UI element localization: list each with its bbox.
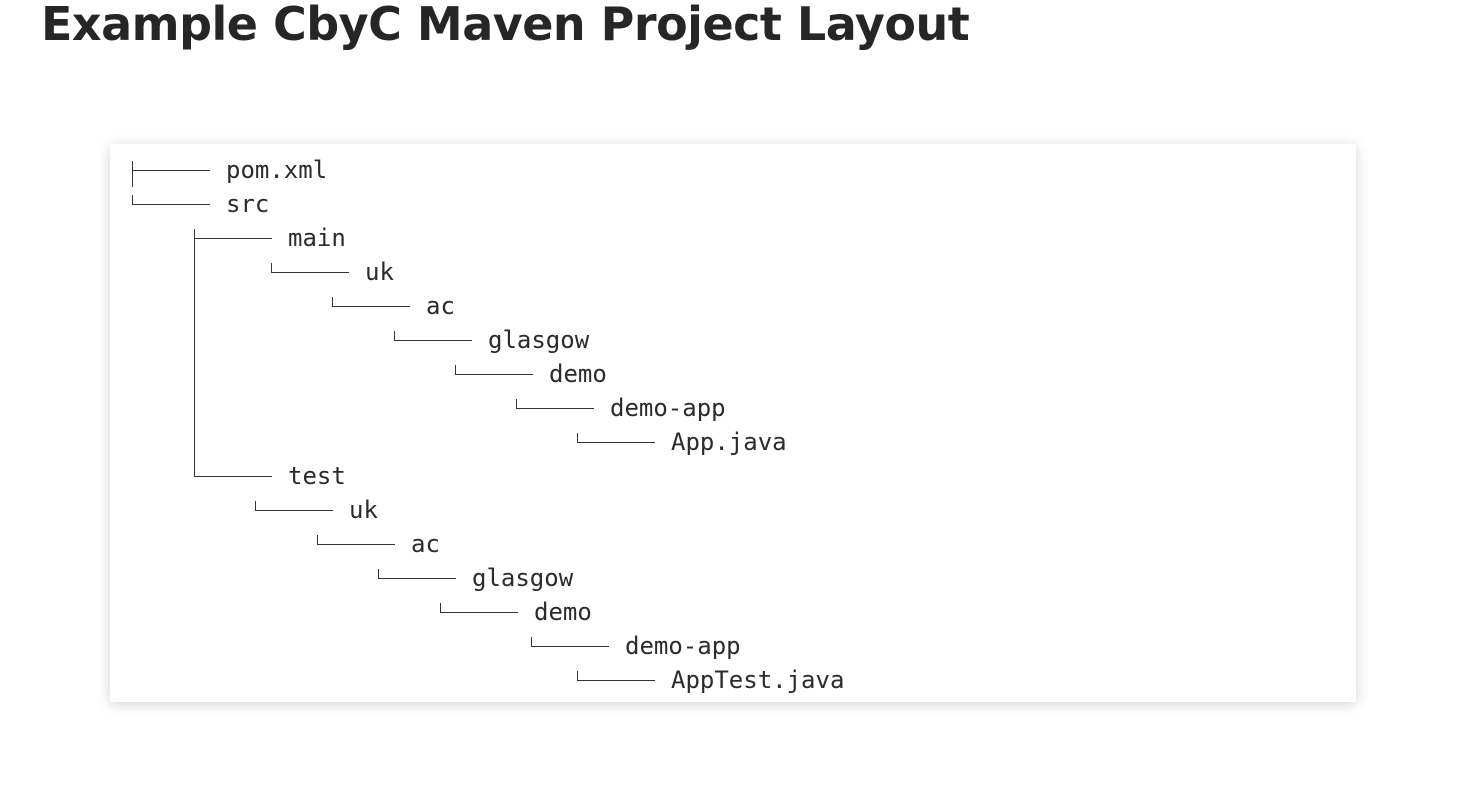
tree-branch	[577, 663, 655, 697]
tree-item-pom-xml: pom.xml	[132, 153, 327, 187]
tree-item-label: demo	[534, 598, 592, 626]
tree-item-main-ac: ac	[332, 289, 455, 323]
tree-item-label: AppTest.java	[671, 666, 845, 694]
tree-branch	[194, 459, 272, 493]
tree-item-label: App.java	[671, 428, 787, 456]
tree-item-label: demo-app	[625, 632, 741, 660]
tree-item-label: pom.xml	[226, 156, 328, 184]
tree-item-app-java: App.java	[577, 425, 787, 459]
tree-connector-main-test	[194, 247, 195, 471]
tree-item-main-demo-app: demo-app	[516, 391, 726, 425]
tree-item-label: glasgow	[488, 326, 590, 354]
tree-branch	[516, 391, 594, 425]
tree-branch	[132, 153, 210, 187]
tree-branch	[394, 323, 472, 357]
tree-item-test-ac: ac	[317, 527, 440, 561]
tree-branch	[440, 595, 518, 629]
tree-item-src: src	[132, 187, 269, 221]
tree-item-label: test	[288, 462, 346, 490]
tree-item-main: main	[194, 221, 346, 255]
tree-item-label: ac	[426, 292, 455, 320]
tree-item-label: ac	[411, 530, 440, 558]
tree-item-label: main	[288, 224, 346, 252]
tree-item-label: glasgow	[472, 564, 574, 592]
tree-branch	[378, 561, 456, 595]
tree-item-label: demo-app	[610, 394, 726, 422]
tree-item-main-demo: demo	[455, 357, 607, 391]
tree-branch	[455, 357, 533, 391]
tree-branch	[317, 527, 395, 561]
tree-branch	[531, 629, 609, 663]
tree-branch	[132, 187, 210, 221]
tree-item-label: uk	[349, 496, 378, 524]
tree-item-main-uk: uk	[271, 255, 394, 289]
tree-item-label: uk	[365, 258, 394, 286]
tree-item-test-demo: demo	[440, 595, 592, 629]
tree-item-label: demo	[549, 360, 607, 388]
tree-branch	[332, 289, 410, 323]
page-title: Example CbyC Maven Project Layout	[41, 0, 970, 51]
tree-item-apptest-java: AppTest.java	[577, 663, 844, 697]
tree-item-label: src	[226, 190, 270, 218]
tree-item-test-demo-app: demo-app	[531, 629, 741, 663]
tree-branch	[271, 255, 349, 289]
tree-item-test-glasgow: glasgow	[378, 561, 573, 595]
directory-tree: pom.xml src main uk ac glasgow demo dem	[110, 144, 1356, 702]
tree-item-test-uk: uk	[255, 493, 378, 527]
tree-branch	[577, 425, 655, 459]
tree-item-main-glasgow: glasgow	[394, 323, 589, 357]
tree-item-test: test	[194, 459, 346, 493]
tree-branch	[255, 493, 333, 527]
tree-branch	[194, 221, 272, 255]
